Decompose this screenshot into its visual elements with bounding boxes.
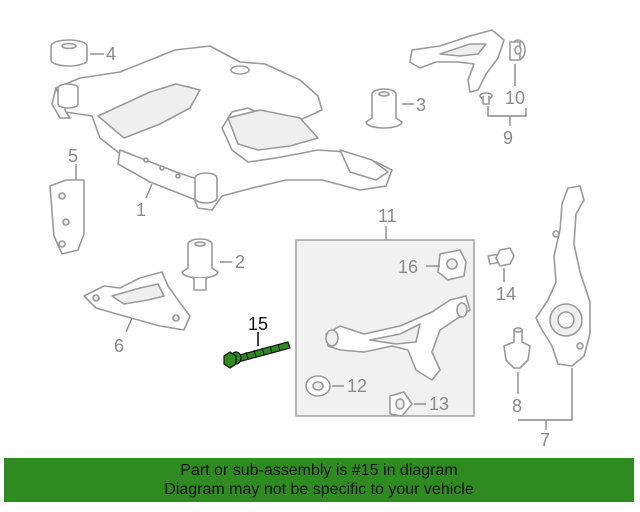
callout-14: 14 <box>496 284 516 304</box>
callout-3: 3 <box>416 95 426 115</box>
part-11-lower-arm <box>325 295 471 381</box>
banner-line-1: Part or sub-assembly is #15 in diagram <box>180 462 458 479</box>
part-1-subframe <box>51 45 393 211</box>
part-9-upper-arm <box>409 29 505 105</box>
callout-11: 11 <box>378 206 397 226</box>
part-12-bushing <box>305 375 331 397</box>
leader-1 <box>145 183 153 199</box>
part-13-bushing <box>389 391 413 417</box>
callout-4: 4 <box>106 44 116 64</box>
callout-15: 15 <box>248 314 268 334</box>
part-16-mount <box>437 249 467 281</box>
callout-7: 7 <box>540 430 550 450</box>
callout-8: 8 <box>512 396 522 416</box>
leader-7-bracket <box>518 368 573 421</box>
callout-12: 12 <box>347 376 367 396</box>
part-15-bolt <box>223 341 291 369</box>
callout-2: 2 <box>235 252 245 272</box>
info-banner: Part or sub-assembly is #15 in diagram D… <box>4 458 634 502</box>
callout-10: 10 <box>505 88 525 108</box>
callout-9: 9 <box>503 128 513 148</box>
leader-9-bracket <box>487 106 527 117</box>
part-10-bushing <box>509 39 526 61</box>
part-4-cushion <box>50 39 88 67</box>
banner-line-2: Diagram may not be specific to your vehi… <box>164 481 474 498</box>
callout-16: 16 <box>398 257 418 277</box>
callout-13: 13 <box>429 394 449 414</box>
part-2-bushing <box>181 238 219 291</box>
part-3-bushing <box>365 88 403 129</box>
callout-5: 5 <box>68 146 78 166</box>
leader-6 <box>125 317 133 333</box>
part-8-ball-joint <box>503 327 531 369</box>
part-5-bracket <box>49 179 85 255</box>
part-7-knuckle <box>535 185 591 367</box>
callout-1: 1 <box>136 200 146 220</box>
callout-6: 6 <box>114 336 124 356</box>
part-6-plate <box>83 271 191 331</box>
part-14-bolt <box>487 247 515 267</box>
